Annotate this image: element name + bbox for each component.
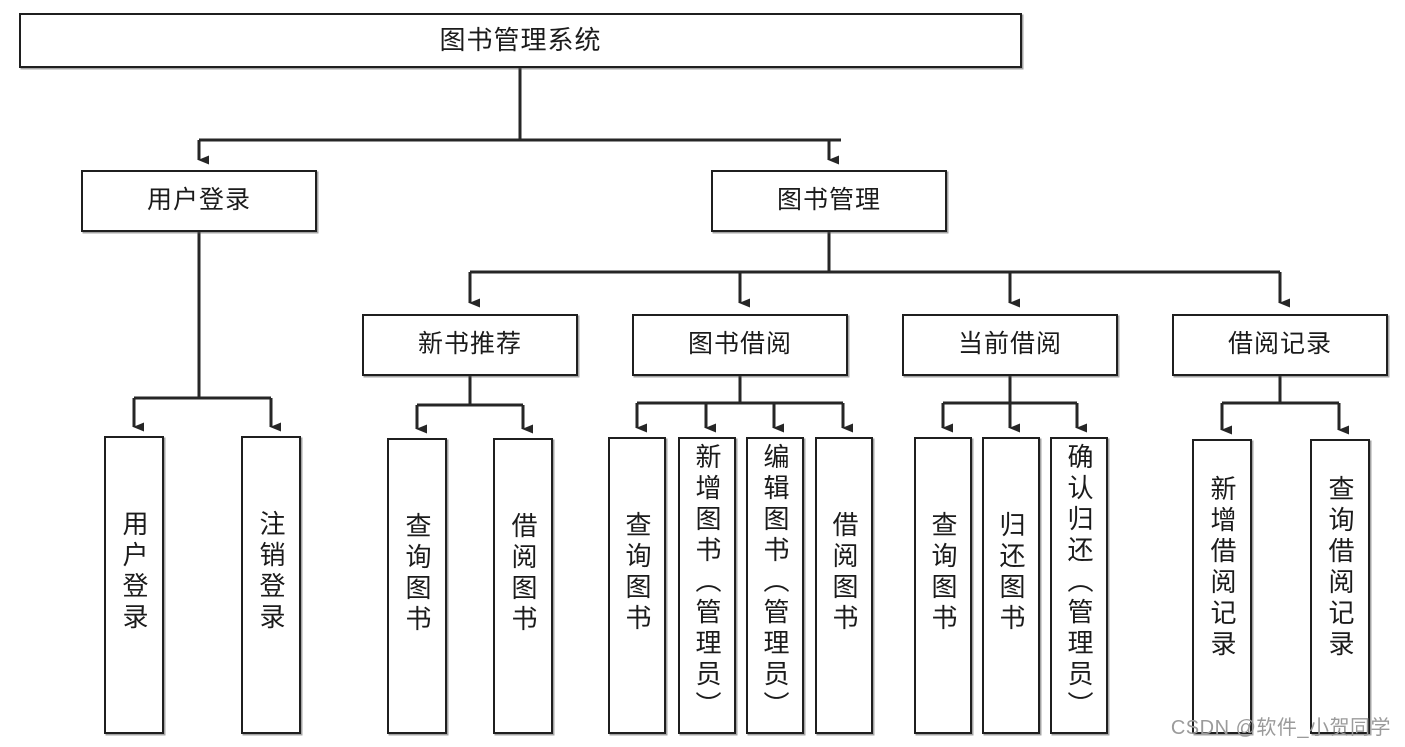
node-label: 当前借阅 [957,330,1062,359]
node-borrow-record[interactable]: 借阅记录 [1172,314,1388,376]
node-label: 注销登录 [256,510,286,634]
node-leaf-edit-book[interactable]: 编辑图书（管理员） [746,437,804,734]
node-leaf-borrow-book-recommend[interactable]: 借阅图书 [493,438,553,734]
node-label: 借阅记录 [1227,330,1332,359]
node-label: 用户登录 [146,186,251,215]
node-label: 归还图书 [996,511,1026,635]
node-book-borrow[interactable]: 图书借阅 [632,314,848,376]
node-current-borrow[interactable]: 当前借阅 [902,314,1118,376]
node-root-book-management-system[interactable]: 图书管理系统 [19,13,1022,68]
node-leaf-borrow-book-borrow[interactable]: 借阅图书 [815,437,873,734]
node-label: 新书推荐 [417,330,522,359]
node-leaf-return-book[interactable]: 归还图书 [982,437,1040,734]
node-label: 编辑图书（管理员） [760,443,790,722]
node-leaf-query-book-borrow[interactable]: 查询图书 [608,437,666,734]
node-book-management[interactable]: 图书管理 [711,170,947,232]
node-user-login[interactable]: 用户登录 [81,170,317,232]
node-label: 图书管理系统 [439,25,602,56]
node-label: 查询图书 [622,511,652,635]
node-label: 查询借阅记录 [1325,475,1355,661]
node-label: 查询图书 [402,512,432,636]
node-leaf-query-book-current[interactable]: 查询图书 [914,437,972,734]
node-label: 用户登录 [119,510,149,634]
node-label: 借阅图书 [508,512,538,636]
node-label: 新增借阅记录 [1207,475,1237,661]
node-label: 图书管理 [776,186,881,215]
node-label: 图书借阅 [687,330,792,359]
node-leaf-add-borrow-record[interactable]: 新增借阅记录 [1192,439,1252,734]
node-label: 借阅图书 [829,511,859,635]
node-leaf-confirm-return[interactable]: 确认归还（管理员） [1050,437,1108,734]
node-label: 查询图书 [928,511,958,635]
node-new-book-recommend[interactable]: 新书推荐 [362,314,578,376]
node-leaf-add-book[interactable]: 新增图书（管理员） [678,437,736,734]
node-leaf-query-borrow-record[interactable]: 查询借阅记录 [1310,439,1370,734]
node-label: 确认归还（管理员） [1064,443,1094,722]
node-leaf-query-book-recommend[interactable]: 查询图书 [387,438,447,734]
node-leaf-logout-login[interactable]: 注销登录 [241,436,301,734]
node-label: 新增图书（管理员） [692,443,722,722]
node-leaf-user-login[interactable]: 用户登录 [104,436,164,734]
csdn-watermark: CSDN @软件_小贺同学 [1170,717,1391,739]
